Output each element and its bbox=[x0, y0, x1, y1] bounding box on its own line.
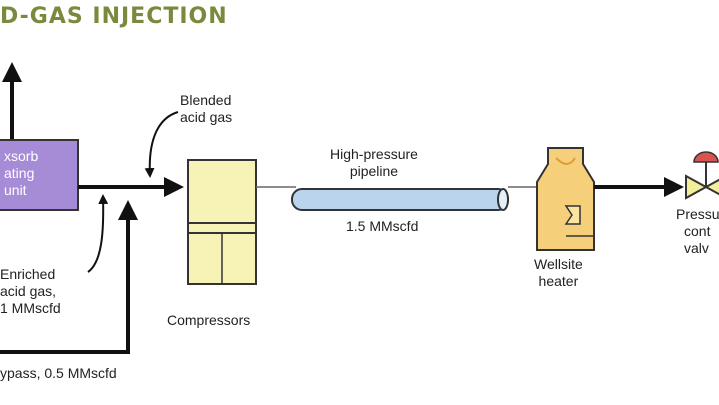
wellsite-heater bbox=[536, 147, 595, 251]
compressors bbox=[187, 159, 257, 285]
pipeline-label: High-pressure pipeline bbox=[330, 146, 418, 179]
diagram-title: D-GAS INJECTION bbox=[0, 4, 228, 29]
unit-label: xsorb ating unit bbox=[4, 148, 39, 198]
unit-box bbox=[0, 139, 79, 211]
wellsite-heater-label: Wellsite heater bbox=[534, 256, 583, 289]
enriched-acid-gas-label: Enriched acid gas, 1 MMscfd bbox=[0, 266, 61, 316]
pressure-control-valve-label: Pressu cont valv bbox=[676, 206, 719, 256]
bypass-line bbox=[0, 200, 138, 354]
pressure-control-valve bbox=[685, 151, 719, 200]
bypass-label: ypass, 0.5 MMscfd bbox=[0, 365, 117, 381]
enriched-pointer bbox=[87, 194, 109, 273]
blended-pointer bbox=[144, 111, 179, 178]
pipeline-flow-label: 1.5 MMscfd bbox=[346, 218, 419, 234]
high-pressure-pipeline bbox=[291, 188, 509, 211]
compressors-label: Compressors bbox=[167, 312, 251, 328]
blended-acid-gas-label: Blended acid gas bbox=[180, 92, 233, 125]
